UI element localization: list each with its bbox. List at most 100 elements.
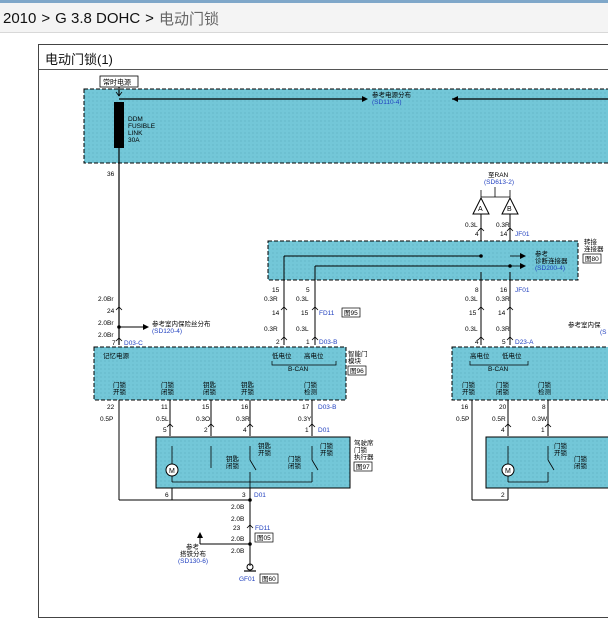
ref-diag-line-2: 诊断连接器 [535,256,568,265]
ground-pin-23: 23 [233,525,241,532]
left-pin-22: 22 [107,404,115,411]
mid-right-p16: 16 [500,287,508,294]
left-pin-17: 17 [302,404,310,411]
mid-left-w2: 0.3L [296,296,309,303]
can-pin-14: 14 [500,231,508,238]
ref-indoor-left-code: (SD120-4) [152,328,182,335]
left-sw5-line-2: 检测 [304,387,318,396]
left-wire-03r: 0.3R [236,416,250,423]
right-sw3-line-1: 门锁 [538,380,552,389]
act-key-unlock-line-2: 开锁 [258,448,272,457]
left-pin-15: 15 [202,404,210,411]
left-door-lock-actuator [155,436,351,489]
left-pin-11: 11 [161,404,168,411]
left-sw2-line-2: 闭锁 [161,387,175,396]
left-wire-05p: 0.5P [100,416,113,423]
right-conn-line-2: 连接器 [584,244,604,253]
can-wire-b: 0.3R [496,222,510,229]
right-pin-16: 16 [461,404,469,411]
right-door-lock-actuator [485,436,608,489]
right-sw3-line-2: 检测 [538,387,552,396]
connector-d03c: D03-C [124,340,143,347]
ref-diag-line-1: 参考 [535,249,549,258]
ref-ground-code: (SD130-6) [178,558,208,565]
act-lock-unlock-line-2: 开锁 [320,448,334,457]
left-act-pin-5: 5 [163,427,167,434]
act-key-unlock-line-1: 钥匙 [258,441,272,450]
wire-20br-2: 2.0Br [98,320,114,327]
right-wire-05r: 0.5R [492,416,506,423]
memory-power-label: 记忆电源 [103,351,130,360]
mid-right-w1: 0.3L [465,296,478,303]
ground-fd11: FD11 [255,525,271,532]
mid-fig95: 图95 [344,309,358,317]
mid-right-p4: 4 [475,339,479,346]
ref-power-dist-code: (SD110-4) [372,99,402,106]
right-sw1-line-1: 门锁 [462,380,476,389]
ground-d01: D01 [254,492,266,499]
wire-20br-3: 2.0Br [98,332,114,339]
left-act-d01: D01 [318,427,330,434]
ref-power-dist-label: 参考电源分布 [372,90,412,99]
right-high-level: 高电位 [470,351,490,360]
ref-ground-line-2: 搭铁分布 [180,549,207,558]
left-act-pin-2: 2 [204,427,208,434]
left-sw4-line-1: 钥匙 [241,380,255,389]
right-act-lock-line-2: 闭锁 [574,461,588,470]
ref-indoor-right-code: (S [600,329,607,336]
left-sw1-line-1: 门锁 [113,380,127,389]
right-act-unlock-line-1: 门锁 [554,441,568,450]
title-bar-accent [0,0,608,3]
ground-wire-4: 2.0B [231,548,244,555]
ground-icon [246,563,254,571]
wire-20br-1: 2.0Br [98,296,114,303]
left-sw2-line-1: 门锁 [161,380,175,389]
mid-left-p2: 2 [276,339,280,346]
act-key-lock-line-2: 闭锁 [226,461,240,470]
breadcrumb-year[interactable]: 2010 [3,9,37,27]
act-fig97: 图97 [356,463,370,471]
left-low-level: 低电位 [272,351,292,360]
fuse-line-4: 30A [128,137,140,144]
ground-wire-3: 2.0B [231,536,244,543]
left-wire-03o: 0.3O [196,416,210,423]
panel-divider [39,69,608,70]
mid-left-p5: 5 [306,287,310,294]
act-title-line-1: 驾驶席 [354,438,374,447]
right-sw2-line-1: 门锁 [496,380,510,389]
breadcrumb-separator: > [145,9,154,27]
pin-36-label: 36 [107,171,115,178]
mid-left-p15b: 15 [301,310,309,317]
can-connector-jf01: JF01 [515,231,530,238]
fuse-line-1: DDM [128,116,143,123]
left-act-pin-1: 1 [305,427,309,434]
mid-right-jf01: JF01 [515,287,530,294]
breadcrumb: 2010 > G 3.8 DOHC > 电动门锁 [0,9,219,28]
right-ground-pin-2: 2 [501,492,505,499]
mid-left-p14: 14 [272,310,280,317]
act-lock-lock-line-2: 闭锁 [288,461,302,470]
left-high-level: 高电位 [304,351,324,360]
right-door-module [451,346,608,401]
right-act-pin-1: 1 [541,427,545,434]
panel-title: 电动门锁(1) [45,52,113,67]
left-wire-03y: 0.3Y [298,416,312,423]
right-wire-05p: 0.5P [456,416,469,423]
breadcrumb-engine[interactable]: G 3.8 DOHC [55,9,141,27]
right-act-lock-line-1: 门锁 [574,454,588,463]
ref-diag-code: (SD200-4) [535,265,565,272]
left-sw5-line-1: 门锁 [304,380,318,389]
right-act-pin-4: 4 [501,427,505,434]
mid-right-p8: 8 [475,287,479,294]
left-sw3-line-1: 钥匙 [203,380,217,389]
mid-left-w3: 0.3R [264,326,278,333]
ground-pin-6: 6 [165,492,169,499]
title-bar: 2010 > G 3.8 DOHC > 电动门锁 [0,0,608,33]
breadcrumb-current: 电动门锁 [158,10,219,28]
ground-fig60: 图60 [262,575,276,583]
ref-indoor-right: 参考室内保 [568,320,601,329]
mid-right-w2: 0.3R [496,296,510,303]
mid-right-p15: 15 [469,310,477,317]
left-d03b: D03-B [318,404,336,411]
fuse-line-3: LINK [128,130,143,137]
